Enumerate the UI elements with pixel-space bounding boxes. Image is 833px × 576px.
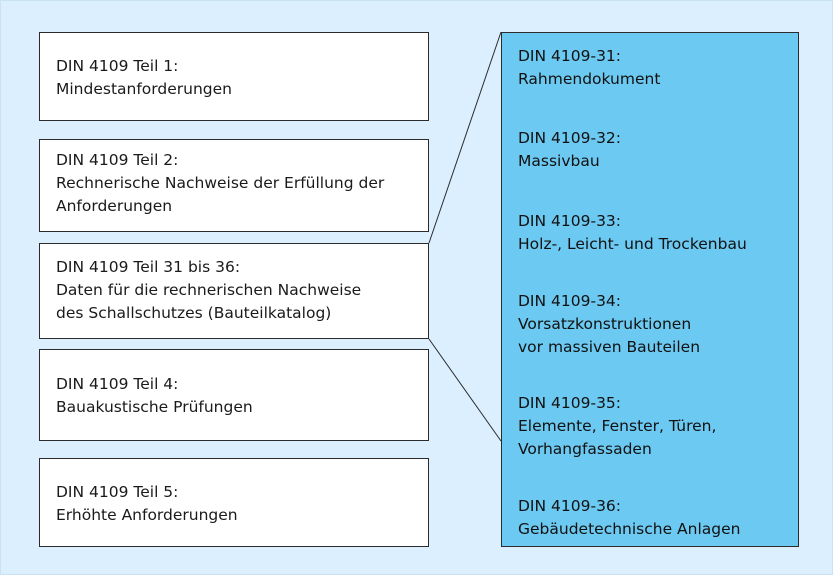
detail-title: DIN 4109-33:: [518, 212, 622, 230]
box-title: DIN 4109 Teil 5:: [56, 483, 179, 501]
box-teil-1: DIN 4109 Teil 1: Mindestanforderungen: [39, 32, 429, 121]
box-title: DIN 4109 Teil 4:: [56, 375, 179, 393]
detail-text: Vorsatzkonstruktionen: [518, 315, 692, 333]
detail-item-32: DIN 4109-32: Massivbau: [518, 127, 621, 173]
detail-text: Elemente, Fenster, Türen,: [518, 417, 717, 435]
detail-text: vor massiven Bauteilen: [518, 338, 701, 356]
detail-title: DIN 4109-31:: [518, 47, 622, 65]
detail-item-33: DIN 4109-33: Holz-, Leicht- und Trockenb…: [518, 210, 747, 256]
box-text: Bauakustische Prüfungen: [56, 398, 253, 416]
detail-title: DIN 4109-35:: [518, 394, 622, 412]
box-text: Mindestanforderungen: [56, 80, 232, 98]
box-title: DIN 4109 Teil 1:: [56, 57, 179, 75]
detail-text: Holz-, Leicht- und Trockenbau: [518, 235, 747, 253]
box-text: Erhöhte Anforderungen: [56, 506, 238, 524]
box-teil-2: DIN 4109 Teil 2: Rechnerische Nachweise …: [39, 139, 429, 232]
box-teil-4: DIN 4109 Teil 4: Bauakustische Prüfungen: [39, 349, 429, 441]
box-text: Daten für die rechnerischen Nachweise: [56, 281, 362, 299]
connector-line-top: [428, 31, 502, 244]
detail-text: Massivbau: [518, 152, 600, 170]
detail-text: Rahmendokument: [518, 70, 661, 88]
detail-title: DIN 4109-34:: [518, 292, 622, 310]
box-title: DIN 4109 Teil 31 bis 36:: [56, 258, 241, 276]
detail-item-36: DIN 4109-36: Gebäudetechnische Anlagen: [518, 495, 741, 541]
connector-line-bottom: [428, 338, 502, 442]
detail-text: Vorhangfassaden: [518, 440, 652, 458]
detail-text: Gebäudetechnische Anlagen: [518, 520, 741, 538]
detail-item-34: DIN 4109-34: Vorsatzkonstruktionen vor m…: [518, 290, 700, 359]
detail-title: DIN 4109-36:: [518, 497, 622, 515]
box-title: DIN 4109 Teil 2:: [56, 151, 179, 169]
detail-item-35: DIN 4109-35: Elemente, Fenster, Türen, V…: [518, 392, 716, 461]
box-teil-5: DIN 4109 Teil 5: Erhöhte Anforderungen: [39, 458, 429, 547]
detail-panel-teil-31-36: DIN 4109-31: Rahmendokument DIN 4109-32:…: [501, 32, 799, 547]
box-text: des Schallschutzes (Bauteilkatalog): [56, 304, 332, 322]
detail-title: DIN 4109-32:: [518, 129, 622, 147]
box-text: Rechnerische Nachweise der Erfüllung der: [56, 174, 385, 192]
box-teil-31-bis-36: DIN 4109 Teil 31 bis 36: Daten für die r…: [39, 243, 429, 339]
box-text: Anforderungen: [56, 197, 173, 215]
detail-item-31: DIN 4109-31: Rahmendokument: [518, 45, 660, 91]
